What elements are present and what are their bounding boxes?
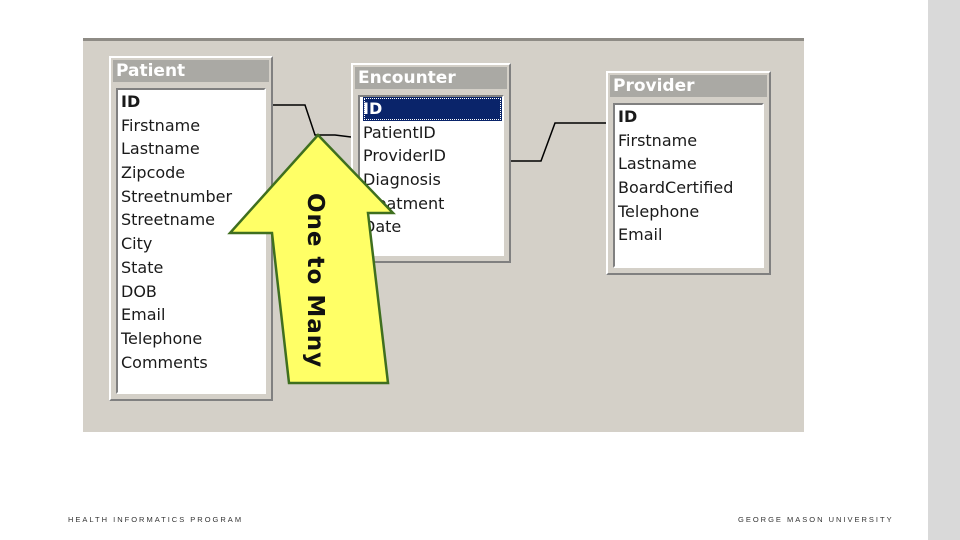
field-item[interactable]: PatientID xyxy=(363,122,436,142)
footer-university: GEORGE MASON UNIVERSITY xyxy=(738,515,894,524)
field-item[interactable]: Treatment xyxy=(363,193,445,213)
field-item[interactable]: Zipcode xyxy=(121,163,186,183)
relationship-patient-encounter xyxy=(273,104,352,138)
slide-edge-strip xyxy=(928,0,960,540)
field-item[interactable]: Email xyxy=(618,225,663,245)
field-item[interactable]: ID xyxy=(121,92,141,111)
field-item[interactable]: DOB xyxy=(121,281,157,301)
field-item[interactable]: ID xyxy=(363,97,502,121)
field-item[interactable]: Streetnumber xyxy=(121,186,233,206)
field-item[interactable]: Comments xyxy=(121,352,208,372)
field-item[interactable]: Diagnosis xyxy=(363,170,441,190)
field-item[interactable]: Lastname xyxy=(121,139,200,159)
field-item[interactable]: City xyxy=(121,234,153,254)
field-item[interactable]: Telephone xyxy=(618,201,700,221)
field-item[interactable]: BoardCertified xyxy=(618,178,734,198)
field-item[interactable]: Telephone xyxy=(121,328,203,348)
field-item[interactable]: Firstname xyxy=(618,130,698,150)
field-item[interactable]: ID xyxy=(618,107,638,126)
footer-program: HEALTH INFORMATICS PROGRAM xyxy=(68,515,244,524)
table-title[interactable]: Encounter xyxy=(355,67,507,89)
field-item[interactable]: Date xyxy=(363,217,402,237)
relationship-provider-encounter xyxy=(511,122,606,162)
field-item[interactable]: Lastname xyxy=(618,154,697,174)
table-title[interactable]: Patient xyxy=(113,60,269,82)
field-item[interactable]: Streetname xyxy=(121,210,215,230)
field-item[interactable]: ProviderID xyxy=(363,146,446,166)
field-item[interactable]: Email xyxy=(121,305,166,325)
field-item[interactable]: State xyxy=(121,257,164,277)
table-title[interactable]: Provider xyxy=(610,75,767,97)
field-item[interactable]: Firstname xyxy=(121,115,201,135)
